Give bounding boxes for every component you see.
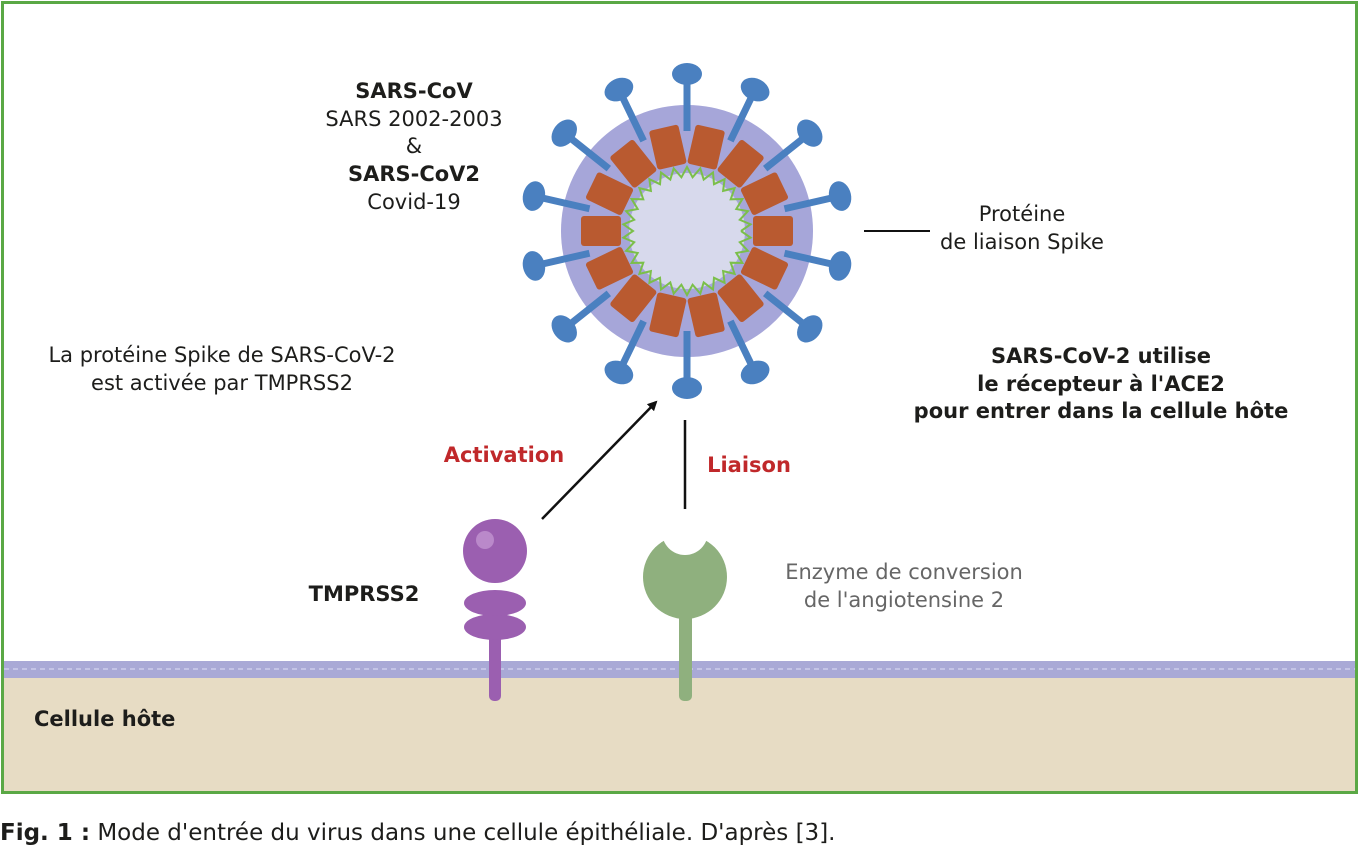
spike-stalk [539, 194, 591, 213]
ace2-note-line1: SARS-CoV-2 utilise [991, 344, 1211, 368]
host-cell-label: Cellule hôte [34, 707, 176, 731]
capsid-block [687, 124, 725, 170]
enzyme-label-line2: de l'angiotensine 2 [803, 587, 1005, 612]
capsid-block [740, 247, 789, 290]
spike-stalk [783, 194, 835, 213]
spike-label-line2: de liaison Spike [940, 229, 1104, 254]
spike-label-line1: Protéine [978, 202, 1066, 226]
viral-core [629, 173, 745, 289]
spike-stalk [539, 249, 591, 268]
activation-arrow [541, 400, 658, 520]
sars-cov2-disease: Covid-19 [367, 189, 461, 214]
spike-head [672, 377, 702, 399]
enzyme-label: Enzyme de conversion de l'angiotensine 2 [754, 559, 1054, 614]
capsid-block [649, 124, 687, 170]
figure-caption: Fig. 1 : Mode d'entrée du virus dans une… [0, 820, 835, 846]
tmprss2-protein [463, 519, 527, 701]
spike-stalk [727, 94, 756, 143]
capsid-block [610, 139, 657, 188]
caption-text: Mode d'entrée du virus dans une cellule … [90, 820, 836, 846]
spike-head [672, 63, 702, 85]
sars-cov-years: SARS 2002-2003 [325, 106, 503, 131]
activation-label: Activation [443, 443, 565, 467]
figure-frame: SARS-CoV SARS 2002-2003 & SARS-CoV2 Covi… [1, 1, 1358, 794]
spike-stalk [567, 290, 611, 328]
spike-head [797, 119, 823, 147]
tmprss2-note: La protéine Spike de SARS-CoV-2 est acti… [22, 342, 422, 397]
capsid-block [687, 292, 725, 338]
tmprss2-label: TMPRSS2 [308, 582, 420, 606]
spike-head [604, 360, 634, 385]
spike-stalk [763, 134, 807, 172]
enzyme-label-line1: Enzyme de conversion [785, 560, 1023, 584]
spike-head [740, 77, 770, 102]
spike-head [604, 77, 634, 102]
spike-stalk [618, 94, 647, 143]
capsid-block [717, 139, 764, 188]
spike-head [828, 251, 852, 281]
spike-label: Protéine de liaison Spike [902, 201, 1142, 256]
spike-head [740, 360, 770, 385]
ampersand: & [405, 134, 423, 159]
tmprss2-note-line2: est activée par TMPRSS2 [91, 370, 353, 395]
caption-figure-number: Fig. 1 : [0, 820, 91, 846]
capsid-proteins [581, 124, 793, 338]
spike-stalk [727, 319, 756, 368]
capsid-block [753, 216, 793, 246]
virus-particle [522, 63, 852, 399]
liaison-label: Liaison [707, 453, 791, 477]
capsid-block [649, 292, 687, 338]
spike-head [522, 251, 546, 281]
sars-cov-name: SARS-CoV [355, 79, 473, 103]
capsid-block [717, 274, 764, 323]
diagram [4, 63, 1355, 791]
spike-head [828, 181, 852, 211]
virus-label: SARS-CoV SARS 2002-2003 & SARS-CoV2 Covi… [274, 78, 554, 217]
capsid-block [585, 172, 634, 215]
spike-head [551, 315, 577, 343]
spike-head [522, 181, 546, 211]
tmprss2-note-line1: La protéine Spike de SARS-CoV-2 [48, 343, 396, 367]
ace2-note: SARS-CoV-2 utilise le récepteur à l'ACE2… [876, 343, 1326, 426]
capsid-block [585, 247, 634, 290]
ace2-note-line3: pour entrer dans la cellule hôte [913, 399, 1289, 424]
spike-stalk [567, 134, 611, 172]
spike-proteins [522, 63, 852, 399]
capsid-block [610, 274, 657, 323]
viral-rna [621, 164, 753, 298]
capsid-block [581, 216, 621, 246]
spike-stalk [763, 290, 807, 328]
spike-head [551, 119, 577, 147]
spike-head [797, 315, 823, 343]
spike-stalk [783, 249, 835, 268]
capsid-block [740, 172, 789, 215]
spike-stalk [618, 319, 647, 368]
ace2-note-line2: le récepteur à l'ACE2 [977, 371, 1225, 396]
sars-cov2-name: SARS-CoV2 [347, 162, 481, 187]
ace2-receptor [643, 509, 727, 701]
